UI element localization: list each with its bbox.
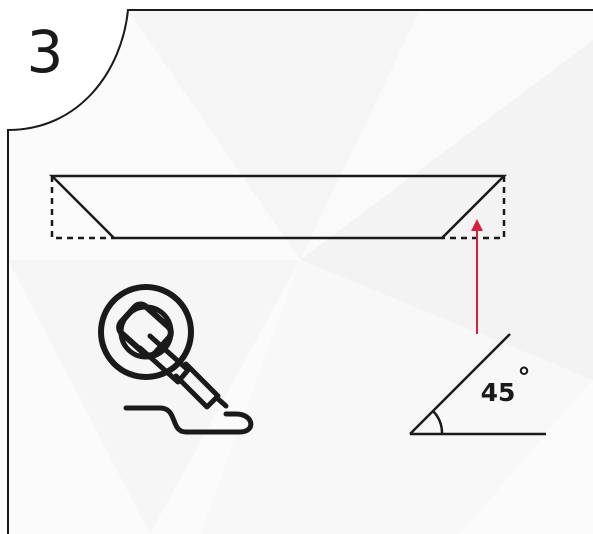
angle-unit: °	[518, 363, 531, 393]
step-number: 3	[27, 18, 64, 86]
angle-value: 45	[481, 378, 516, 407]
board-cut-off-right	[442, 176, 506, 240]
arrow-up-icon	[471, 219, 483, 334]
angle-grinder-icon	[98, 284, 254, 435]
mitred-board	[48, 174, 508, 240]
angle-45-icon	[409, 333, 546, 436]
step-frame	[7, 9, 593, 534]
board-cut-off-left	[50, 176, 114, 240]
